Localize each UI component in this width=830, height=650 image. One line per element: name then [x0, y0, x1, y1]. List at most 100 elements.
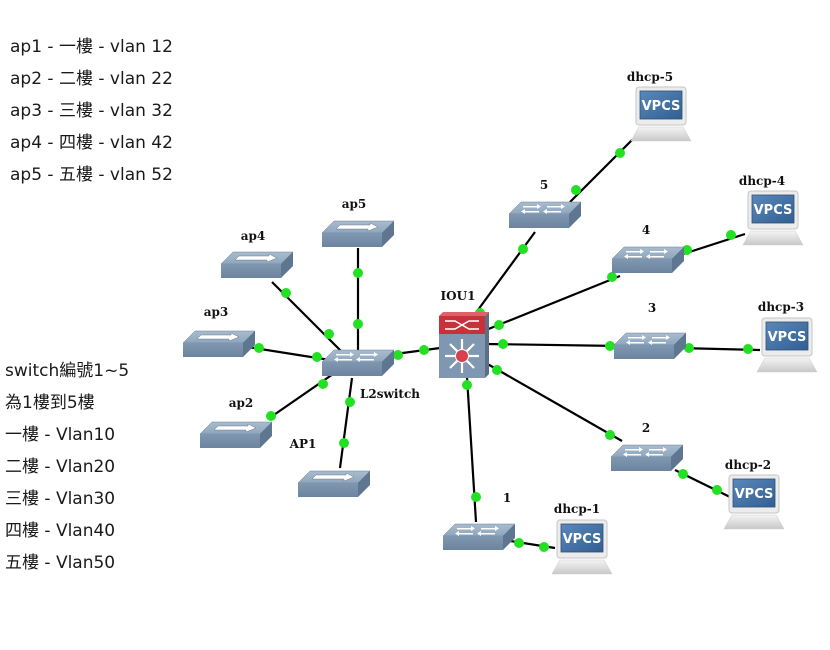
node-core[interactable] [439, 312, 489, 378]
node-label-ap5: ap5 [342, 197, 367, 211]
switch-arrows-icon [521, 204, 565, 214]
links-layer [247, 139, 761, 550]
vpcs-screen-label: VPCS [735, 487, 774, 502]
node-label-dhcp1: dhcp-1 [554, 502, 600, 516]
node-ap5[interactable] [321, 220, 395, 247]
port-status-dot [318, 379, 328, 389]
node-l2switch[interactable] [321, 349, 395, 376]
note-line: 五樓 - Vlan50 [5, 553, 116, 573]
port-status-dot [339, 438, 349, 448]
port-status-dot [281, 288, 291, 298]
node-sw5[interactable] [508, 201, 582, 228]
port-status-dot [743, 344, 753, 354]
port-status-dot [712, 485, 722, 495]
node-label-ap1: AP1 [289, 437, 317, 451]
port-status-dot [419, 345, 429, 355]
port-status-dot [462, 380, 472, 390]
link-core-sw3[interactable] [485, 342, 621, 348]
arrow-icon [335, 222, 379, 232]
port-status-dot [492, 365, 502, 375]
node-dhcp4[interactable]: VPCS [742, 190, 804, 246]
routing-star-icon [445, 339, 479, 373]
note-line: ap4 - 四樓 - vlan 42 [10, 133, 173, 153]
arrow-icon [234, 253, 278, 263]
port-status-dot [678, 469, 688, 479]
link-l2switch-ap1[interactable] [338, 377, 354, 469]
note-line: 二樓 - Vlan20 [5, 457, 116, 477]
node-sw2[interactable] [610, 444, 684, 471]
node-label-dhcp4: dhcp-4 [739, 174, 785, 188]
port-status-dot [607, 272, 617, 282]
link-core-sw4[interactable] [485, 274, 621, 332]
vpcs-screen-label: VPCS [768, 330, 807, 345]
port-status-dot [684, 343, 694, 353]
node-label-sw3: 3 [648, 301, 656, 315]
node-label-sw1: 1 [503, 491, 511, 505]
port-status-dot [353, 319, 363, 329]
port-status-dot [605, 341, 615, 351]
note-line: ap1 - 一樓 - vlan 12 [10, 37, 173, 57]
port-status-dot [518, 244, 528, 254]
node-ap1[interactable] [297, 470, 371, 497]
note-line: ap5 - 五樓 - vlan 52 [10, 165, 173, 185]
node-label-dhcp3: dhcp-3 [758, 300, 804, 314]
link-core-sw2[interactable] [483, 361, 623, 442]
port-status-dot [539, 542, 549, 552]
node-label-ap2: ap2 [229, 396, 254, 410]
node-sw3[interactable] [613, 332, 687, 359]
note-line: 三樓 - Vlan30 [5, 489, 116, 509]
vpcs-screen-label: VPCS [754, 203, 793, 218]
port-status-dot [471, 492, 481, 502]
arrow-icon [196, 332, 240, 342]
node-sw4[interactable] [611, 246, 685, 273]
port-status-dot [345, 397, 355, 407]
port-status-dot [312, 352, 322, 362]
port-status-dot [726, 230, 736, 240]
link-l2switch-ap2[interactable] [267, 371, 337, 420]
node-ap4[interactable] [220, 251, 294, 278]
node-ap3[interactable] [182, 330, 256, 357]
note-line: ap2 - 二樓 - vlan 22 [10, 69, 173, 89]
node-dhcp3[interactable]: VPCS [756, 317, 818, 373]
port-status-dot [498, 339, 508, 349]
node-dhcp5[interactable]: VPCS [630, 86, 692, 142]
note-line: 一樓 - Vlan10 [5, 425, 116, 445]
node-label-l2switch: L2switch [360, 387, 420, 401]
node-ap2[interactable] [199, 421, 273, 448]
vlan-notes-ap: ap1 - 一樓 - vlan 12 ap2 - 二樓 - vlan 22 ap… [10, 31, 173, 191]
link-core-sw5[interactable] [474, 231, 536, 315]
node-label-dhcp2: dhcp-2 [725, 458, 771, 472]
switch-arrows-icon [626, 335, 670, 345]
switch-arrows-icon [455, 526, 499, 536]
switch-arrows-icon [623, 447, 667, 457]
nodes-layer: IOU1L2switchAP1ap2ap3ap4ap512345VPCSdhcp… [182, 70, 818, 575]
note-line: switch編號1~5 [5, 361, 130, 381]
port-status-dot [514, 538, 524, 548]
node-label-core: IOU1 [441, 289, 476, 303]
node-label-dhcp5: dhcp-5 [627, 70, 673, 84]
node-sw1[interactable] [442, 523, 516, 550]
port-status-dot [393, 350, 403, 360]
note-line: 四樓 - Vlan40 [5, 521, 116, 541]
port-status-dot [615, 148, 625, 158]
port-status-dot [353, 268, 363, 278]
note-line: ap3 - 三樓 - vlan 32 [10, 101, 173, 121]
node-label-sw5: 5 [540, 178, 548, 192]
port-status-dot [266, 411, 276, 421]
switch-arrows-icon [334, 352, 378, 362]
node-dhcp2[interactable]: VPCS [723, 474, 785, 530]
crossed-arrows-icon [445, 320, 479, 330]
arrow-icon [311, 472, 355, 482]
port-status-dot [605, 430, 615, 440]
note-line: 為1樓到5樓 [5, 393, 95, 413]
port-status-dot [494, 320, 504, 330]
arrow-icon [213, 423, 257, 433]
node-label-sw2: 2 [642, 421, 650, 435]
node-label-sw4: 4 [642, 223, 650, 237]
switch-arrows-icon [624, 249, 668, 259]
vpcs-screen-label: VPCS [563, 532, 602, 547]
ports-layer [254, 148, 753, 552]
node-label-ap4: ap4 [241, 229, 266, 243]
node-dhcp1[interactable]: VPCS [551, 519, 613, 575]
